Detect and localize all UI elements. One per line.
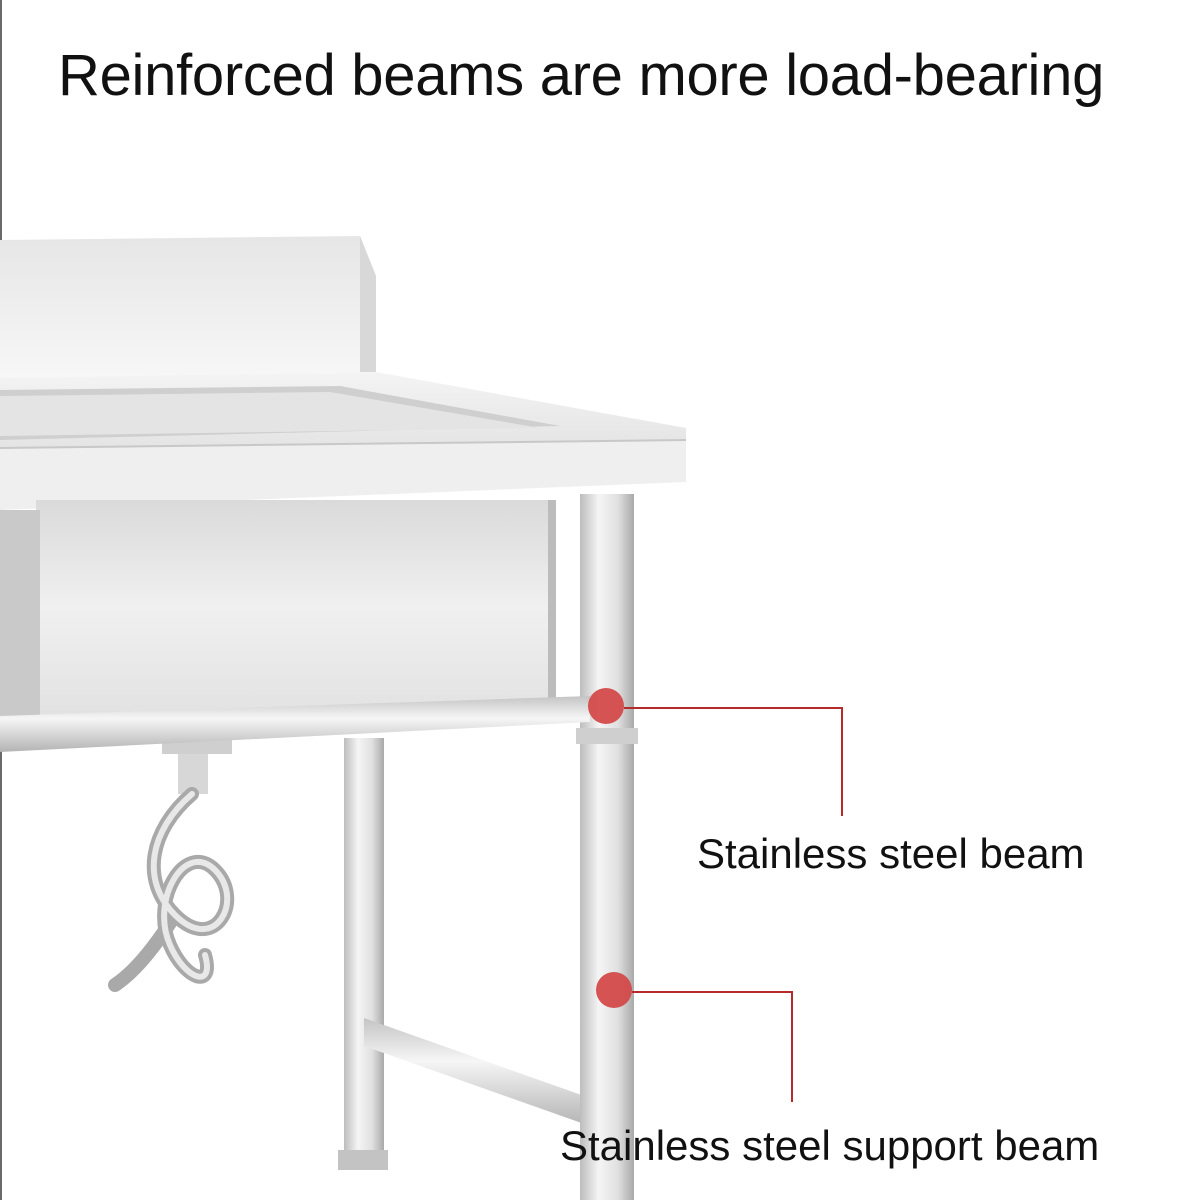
leader-line: [624, 707, 843, 816]
horizontal-beam: [0, 696, 590, 752]
back-leg: [338, 738, 388, 1170]
callout-marker: [596, 972, 632, 1008]
backsplash: [0, 236, 376, 378]
support-beam: [364, 1018, 590, 1126]
sink-basin: [0, 500, 556, 716]
callout-stainless-steel-beam: [588, 688, 843, 816]
drain-hose: [108, 740, 235, 992]
callout-label-support-beam: Stainless steel support beam: [560, 1122, 1100, 1169]
callout-stainless-steel-support-beam: [596, 972, 793, 1102]
leader-line: [632, 991, 793, 1102]
headline: Reinforced beams are more load-bearing: [58, 43, 1105, 108]
front-leg: [576, 494, 638, 1200]
sink-countertop: [0, 372, 687, 510]
callout-marker: [588, 688, 624, 724]
callout-label-beam: Stainless steel beam: [697, 830, 1085, 877]
